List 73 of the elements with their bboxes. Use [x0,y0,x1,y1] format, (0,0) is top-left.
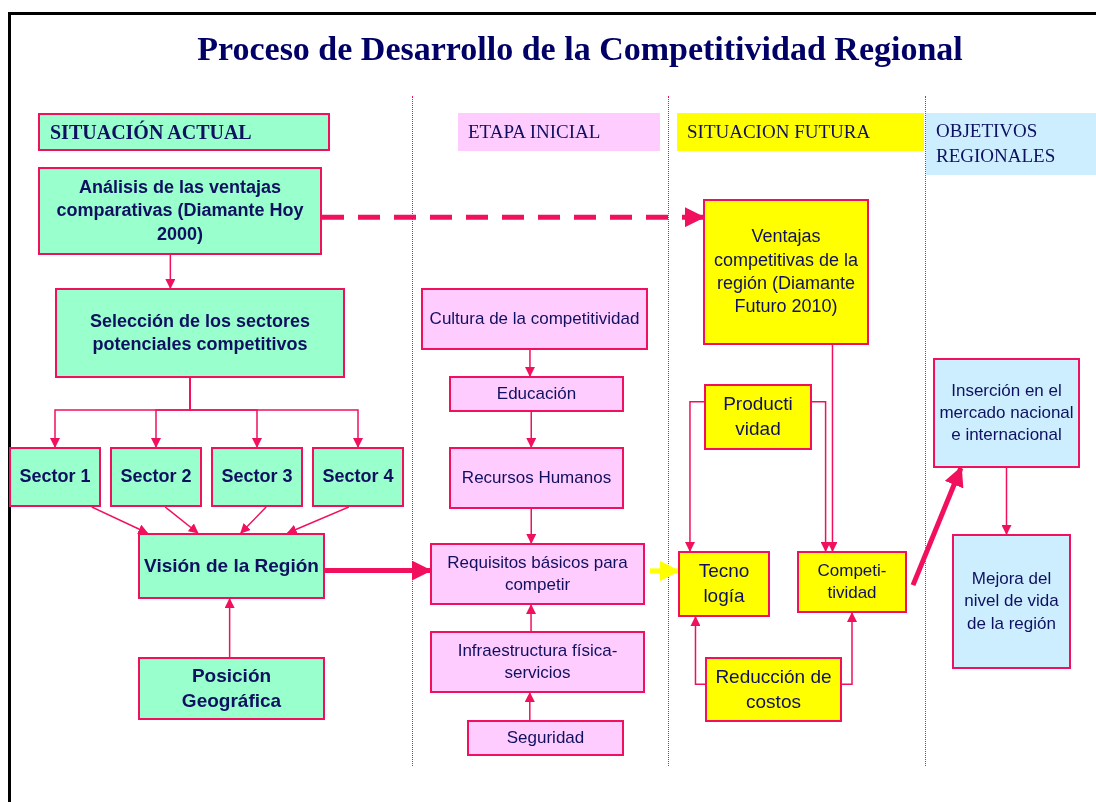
box-label: Análisis de las ventajas comparativas (Diamante Hoy 2000) [55,175,305,246]
process-box [312,447,404,507]
box-label: Cultura de la competitividad [429,307,640,330]
box-label: Educación [496,382,577,405]
box-label: Posición Geográfica [180,663,283,713]
box-label: Requisitos básicos para competir [446,551,629,596]
arrow [827,344,838,552]
box-label: Visión de la Región [144,553,319,578]
arrow [910,466,964,587]
arrow [91,506,149,534]
box-label: SITUACIÓN ACTUAL [50,119,252,145]
box-label: Ventajas competitivas de la región (Diamante Futuro 2010) [712,225,860,319]
arrow [224,598,235,658]
arrow [684,401,705,552]
process-box [38,167,322,255]
process-box [110,447,202,507]
column-header [926,113,1096,175]
arrow [165,254,176,289]
arrow [650,560,680,581]
box-label: Competi- tividad [816,559,888,604]
arrow [325,560,432,581]
process-box [211,447,303,507]
box-label: Recursos Humanos [461,466,612,489]
box-label: Producti vidad [722,392,794,441]
arrow [1001,467,1012,535]
box-label: Selección de los sectores potenciales competitivos [88,309,312,356]
process-box [449,447,624,509]
box-label: Mejora del nivel de vida de la región [963,568,1060,635]
arrow [240,506,267,534]
arrow [189,377,363,448]
process-box [138,657,325,720]
process-box [430,631,645,693]
diagram-title: Proceso de Desarrollo de la Competitividad Regional [196,30,964,68]
process-box [952,534,1071,669]
box-label: Tecno logía [697,559,751,608]
arrow [524,349,535,377]
process-box [678,551,770,617]
process-box [421,288,648,350]
box-label: SITUACION FUTURA [687,119,871,144]
arrow [526,604,537,632]
box-label: Sector 2 [120,465,192,489]
column-header [458,113,660,151]
box-label: OBJETIVOS REGIONALES [936,119,1057,168]
box-label: Infraestructura física-servicios [456,639,619,684]
process-box [449,376,624,412]
arrow [526,508,537,544]
process-box [55,288,345,378]
process-box [705,657,842,722]
arrow [811,401,831,552]
box-label: ETAPA INICIAL [468,119,601,144]
box-label: Sector 1 [19,465,91,489]
arrow [164,506,199,534]
box-label: Reducción de costos [714,664,833,714]
arrow [286,506,350,535]
column-header [38,113,330,151]
box-label: Inserción en el mercado nacional e internacional [939,379,1074,447]
process-box [703,199,869,345]
process-box [797,551,907,613]
arrow [526,411,537,448]
box-label: Seguridad [506,726,585,749]
arrow [524,692,535,721]
column-header [677,113,924,151]
process-box [9,447,101,507]
process-box [467,720,624,756]
process-box [430,543,645,605]
process-box [138,533,325,599]
box-label: Sector 4 [322,465,394,489]
arrow [690,616,706,686]
arrow [841,612,857,686]
process-box [933,358,1080,468]
box-label: Sector 3 [221,465,293,489]
process-box [704,384,812,450]
arrow [322,207,705,228]
